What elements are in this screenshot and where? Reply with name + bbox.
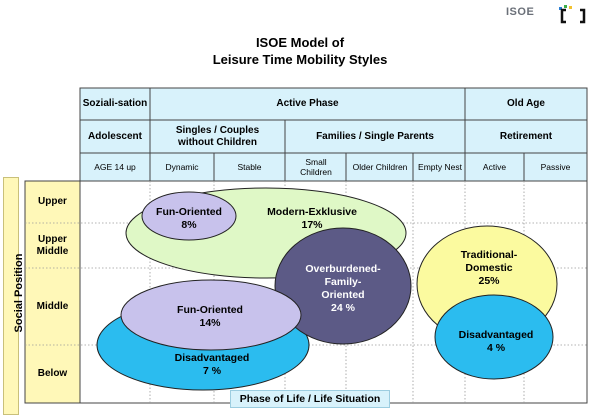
logo-text: ISOE (506, 6, 535, 18)
style-share: 24 % (331, 302, 355, 314)
title-line-2: Leisure Time Mobility Styles (212, 52, 388, 67)
style-name: Fun-Oriented (156, 206, 222, 218)
style-name-line1: Traditional- (460, 249, 518, 261)
style-share: 4 % (486, 342, 506, 354)
style-name-line2: Domestic (465, 262, 513, 274)
disadvantaged-left-label: Disadvantaged 7 % (152, 352, 272, 378)
diagram-title: ISOE Model of Leisure Time Mobility Styl… (150, 34, 450, 68)
row-upper-middle: Upper Middle (36, 233, 69, 257)
row-label-background (24, 180, 81, 404)
y-axis-label: Social Position (13, 253, 25, 333)
header-singles-couples: Singles / Couples without Children (175, 124, 260, 148)
header-older-children: Older Children (352, 162, 408, 172)
style-name: Disadvantaged (458, 329, 534, 341)
disadvantaged-right-label: Disadvantaged 4 % (444, 329, 548, 355)
header-background (79, 87, 588, 182)
style-name-line1: Overburdened- (305, 263, 381, 275)
style-name: Disadvantaged (174, 352, 250, 364)
style-share: 7 % (202, 365, 222, 377)
style-name: Fun-Oriented (177, 304, 243, 316)
style-name: Modern-Exklusive (267, 206, 357, 218)
fun-oriented-upper-label: Fun-Oriented 8% (142, 206, 236, 232)
style-share: 8% (181, 219, 197, 231)
header-active-phase: Active Phase (276, 98, 339, 109)
style-share: 25% (478, 275, 500, 287)
traditional-domestic-label: Traditional- Domestic 25% (437, 249, 541, 288)
fun-oriented-bubble-upper (141, 191, 237, 241)
x-axis-label: Phase of Life / Life Situation (230, 390, 390, 408)
style-name-line2: Family- (324, 276, 362, 288)
header-empty-nest: Empty Nest (418, 162, 462, 172)
disadvantaged-bubble-right (434, 294, 554, 380)
style-share: 17% (301, 219, 323, 231)
style-share: 14% (199, 317, 221, 329)
header-retirement: Retirement (499, 130, 553, 142)
style-name-line3: Oriented (321, 289, 365, 301)
header-active: Active (482, 162, 507, 172)
header-dynamic: Dynamic (165, 162, 199, 172)
header-stable: Stable (237, 162, 262, 172)
overburdened-bubble (274, 227, 412, 345)
overburdened-label: Overburdened- Family- Oriented 24 % (283, 263, 403, 315)
header-adolescent: Adolescent (88, 130, 142, 142)
header-age-14-up: AGE 14 up (94, 162, 136, 172)
header-small-children: Small Children (300, 157, 332, 177)
header-old-age: Old Age (507, 98, 545, 109)
row-below: Below (37, 368, 68, 379)
fun-oriented-bubble-middle (120, 279, 302, 351)
row-middle: Middle (36, 300, 69, 312)
modern-exklusive-label: Modern-Exklusive 17% (252, 206, 372, 232)
row-upper: Upper (38, 196, 67, 207)
header-passive: Passive (540, 162, 571, 172)
fun-oriented-middle-label: Fun-Oriented 14% (150, 304, 270, 330)
header-sozialisation: Soziali-sation (82, 98, 148, 109)
header-families: Families / Single Parents (316, 130, 434, 142)
logo-mark-icon (559, 5, 586, 24)
title-line-1: ISOE Model of (255, 35, 345, 50)
